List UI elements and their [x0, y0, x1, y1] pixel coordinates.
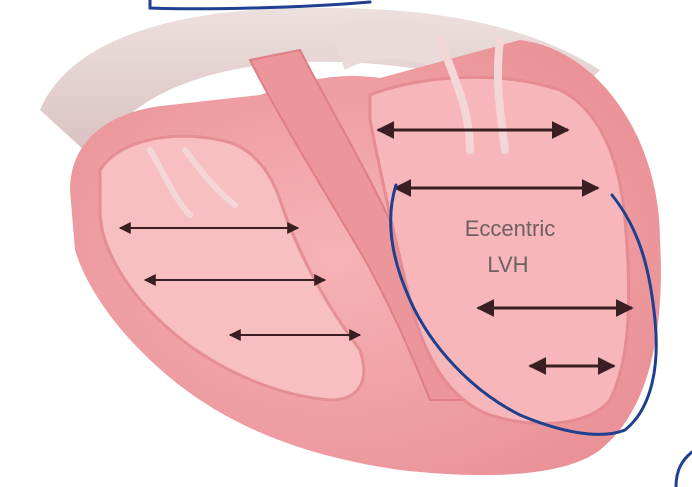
label-lvh: LVH — [487, 252, 528, 277]
label-eccentric: Eccentric — [465, 216, 555, 241]
hand-drawn-top-mark — [150, 0, 370, 9]
hand-drawn-corner-mark — [676, 452, 692, 487]
